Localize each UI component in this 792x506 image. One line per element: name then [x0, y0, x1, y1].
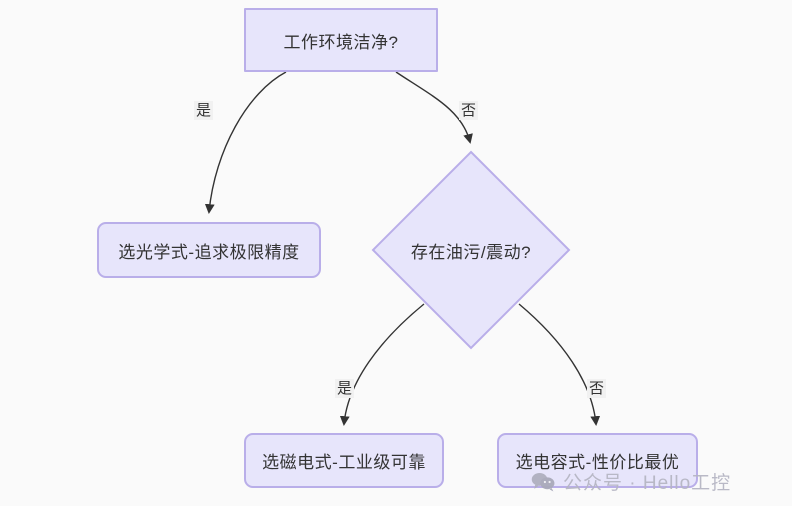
diamond-shape — [371, 150, 571, 350]
edge-label-start-oil: 否 — [459, 101, 479, 121]
node-capacitive-label: 选电容式-性价比最优 — [515, 453, 680, 472]
node-magnetic[interactable]: 选磁电式-工业级可靠 — [244, 433, 444, 488]
edge-label-start-optical: 是 — [194, 101, 214, 121]
node-start[interactable]: 工作环境洁净? — [244, 8, 438, 72]
node-optical-label: 选光学式-追求极限精度 — [118, 242, 300, 262]
node-start-label: 工作环境洁净? — [283, 32, 399, 52]
node-optical[interactable]: 选光学式-追求极限精度 — [97, 222, 321, 278]
node-capacitive[interactable]: 选电容式-性价比最优 — [497, 433, 698, 488]
node-oil-decision[interactable]: 存在油污/震动? — [371, 150, 571, 350]
watermark: 公众号 · Hello工控 — [530, 468, 731, 495]
watermark-text: 公众号 · Hello工控 — [563, 473, 732, 494]
node-oil-decision-label: 存在油污/震动? — [410, 242, 532, 262]
wechat-icon — [530, 471, 556, 493]
edge-label-oil-capacitive: 否 — [587, 379, 607, 399]
edge-label-oil-magnetic: 是 — [335, 379, 355, 399]
node-magnetic-label: 选磁电式-工业级可靠 — [262, 453, 426, 472]
edge-start-optical — [204, 71, 287, 214]
